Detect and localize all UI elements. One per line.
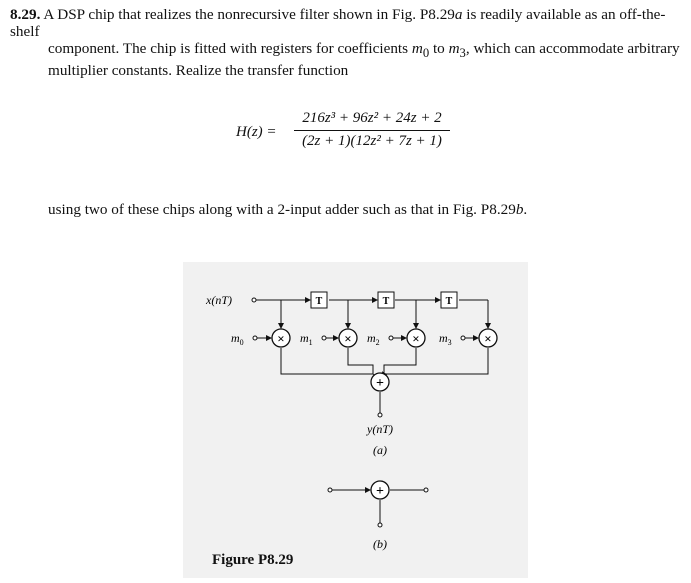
delay-element-1: T: [310, 291, 328, 309]
fraction-bar: [294, 130, 450, 131]
equation-lhs: H(z) =: [236, 124, 277, 140]
adder-b: +: [370, 480, 390, 500]
coef-label-m3: m3: [439, 331, 452, 347]
delay-label-3: T: [446, 296, 453, 307]
coef-label-m0: m0: [231, 331, 244, 347]
figure-caption: Figure P8.29: [212, 552, 294, 568]
multiplier-2: ×: [406, 328, 426, 348]
fir-filter-diagram: T T T × × × × +: [205, 291, 498, 551]
equation-denominator: (2z + 1)(12z² + 7z + 1): [302, 133, 442, 149]
problem-text-line3: multiplier constants. Realize the transf…: [48, 62, 349, 80]
problem-text-line2: component. The chip is fitted with regis…: [48, 40, 680, 61]
problem-statement: 8.29. A DSP chip that realizes the nonre…: [10, 6, 682, 79]
multiply-icon: ×: [484, 331, 491, 346]
adder-a: +: [370, 372, 390, 392]
coef-label-m1: m1: [300, 331, 313, 347]
delay-element-3: T: [440, 291, 458, 309]
output-label: y(nT): [366, 422, 393, 436]
multiplier-0: ×: [271, 328, 291, 348]
problem-text-line1: A DSP chip that realizes the nonrecursiv…: [10, 6, 666, 40]
multiply-icon: ×: [344, 331, 351, 346]
coef-label-m2: m2: [367, 331, 380, 347]
equation-fraction: 216z³ + 96z² + 24z + 2 (2z + 1)(12z² + 7…: [292, 110, 452, 150]
multiply-icon: ×: [277, 331, 284, 346]
figure-panel: T T T × × × × +: [183, 262, 528, 578]
problem-number: 8.29.: [10, 6, 41, 23]
multiplier-3: ×: [478, 328, 498, 348]
subfigure-label-b: (b): [373, 537, 387, 551]
delay-label-2: T: [383, 296, 390, 307]
input-label: x(nT): [205, 293, 232, 307]
instruction-text: using two of these chips along with a 2-…: [48, 201, 528, 218]
delay-element-2: T: [377, 291, 395, 309]
plus-icon: +: [376, 484, 384, 499]
delay-label-1: T: [316, 296, 323, 307]
multiplier-1: ×: [338, 328, 358, 348]
multiply-icon: ×: [412, 331, 419, 346]
subfigure-label-a: (a): [373, 443, 387, 457]
equation-numerator: 216z³ + 96z² + 24z + 2: [302, 110, 442, 126]
plus-icon: +: [376, 376, 384, 391]
